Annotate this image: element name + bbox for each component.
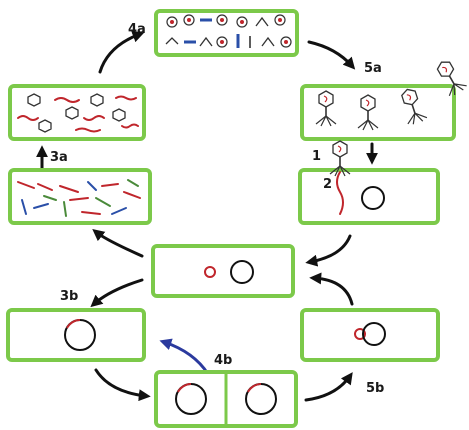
assembly-panel [154,9,299,57]
excision-panel [300,308,440,362]
arrow-injection-to-center [305,234,352,267]
fragments-panel [8,168,152,225]
label-2: 2 [323,177,332,192]
host-cell-panel [151,244,295,298]
arrow-center-to-lytic [92,229,144,258]
lysogen-panel [6,308,146,362]
arrow-prophage-to-center [309,272,354,306]
replication-panel [8,84,146,141]
arrow-lysogen-to-division [94,368,151,402]
label-5b: 5b [366,381,384,396]
arrow-to-assembly [98,30,145,74]
arrow-blue-4b [159,338,210,376]
arrow-division-to-excision [304,372,353,402]
label-3a: 3a [50,150,68,165]
label-3b: 3b [60,289,78,304]
label-1: 1 [312,149,321,164]
arrow-center-to-lysogenic [90,278,144,308]
division-panel [154,370,298,428]
phage-parts-icon [165,14,292,48]
injection-panel [298,168,440,225]
release-panel [300,56,469,141]
arrow-to-release [307,40,356,70]
label-4b: 4b [214,353,232,368]
label-5a: 5a [364,61,382,76]
